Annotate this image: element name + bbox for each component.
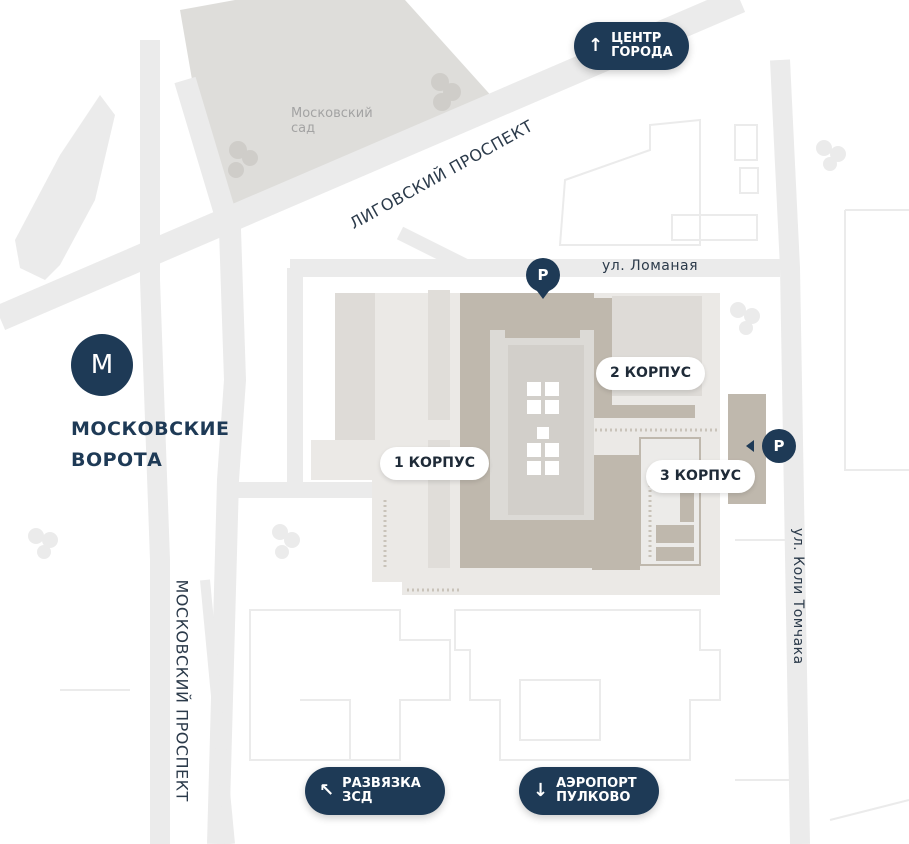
moskovsky-garden [180,0,495,232]
direction-pulkovo-airport[interactable]: ↓ АЭРОПОРТ ПУЛКОВО [519,767,659,815]
metro-station-name: МОСКОВСКИЕ ВОРОТА [71,414,230,476]
pond [15,95,115,280]
road-label-moskovsky: МОСКОВСКИЙ ПРОСПЕКТ [172,579,192,802]
campus-complex [311,290,766,595]
direction-zsd-interchange[interactable]: ↖ РАЗВЯЗКА ЗСД [305,767,445,815]
metro-name-line2: ВОРОТА [71,449,163,471]
road-label-lomanaya: ул. Ломаная [602,258,699,274]
parking-marker-north[interactable]: P [526,258,560,292]
garden-label-line2: сад [291,121,316,136]
parking-pointer-east [746,440,754,452]
building-1-label[interactable]: 1 КОРПУС [380,447,490,480]
direction-pulkovo-line2: ПУЛКОВО [556,790,631,805]
direction-city-center[interactable]: ↑ ЦЕНТР ГОРОДА [574,22,689,70]
building-3-label[interactable]: 3 КОРПУС [646,460,756,493]
direction-city-center-text: ЦЕНТР ГОРОДА [611,32,673,60]
arrow-down-icon: ↓ [533,780,549,801]
building-2-label[interactable]: 2 КОРПУС [596,357,706,390]
garden-label: Московский сад [291,106,373,136]
garden-label-line1: Московский [291,106,373,121]
direction-city-center-line2: ГОРОДА [611,45,673,60]
arrow-up-icon: ↑ [588,35,604,56]
direction-pulkovo-text: АЭРОПОРТ ПУЛКОВО [556,777,637,805]
building-outlines [60,118,909,821]
direction-city-center-line1: ЦЕНТР [611,31,662,46]
building-3-block [592,455,640,570]
metro-name-line1: МОСКОВСКИЕ [71,418,230,440]
direction-pulkovo-line1: АЭРОПОРТ [556,776,637,791]
garden-trees [228,73,461,178]
metro-icon[interactable]: М [71,334,133,396]
parking-pointer-north [537,291,549,299]
parking-marker-east[interactable]: P [762,429,796,463]
arrow-up-left-icon: ↖ [319,780,335,801]
direction-zsd-text: РАЗВЯЗКА ЗСД [342,777,421,805]
trees [28,140,846,559]
direction-zsd-line2: ЗСД [342,790,373,805]
road-label-koli-tomchaka: ул. Коли Томчака [790,528,806,665]
direction-zsd-line1: РАЗВЯЗКА [342,776,421,791]
